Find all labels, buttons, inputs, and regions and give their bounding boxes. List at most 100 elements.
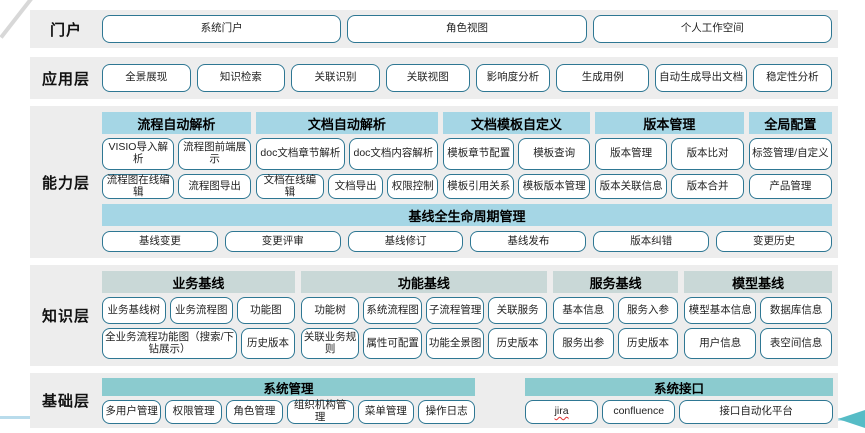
knw-button-user-info[interactable]: 用户信息 bbox=[684, 328, 757, 359]
portal-button-role-view[interactable]: 角色视图 bbox=[347, 15, 587, 43]
cap-button-version-merge[interactable]: 版本合并 bbox=[671, 174, 744, 199]
app-button-stability-analysis[interactable]: 稳定性分析 bbox=[752, 64, 832, 92]
knw-button-history-version[interactable]: 历史版本 bbox=[617, 328, 679, 359]
portal-button-system-portal[interactable]: 系统门户 bbox=[102, 15, 342, 43]
cap-button-template-chapter-config[interactable]: 模板章节配置 bbox=[443, 138, 515, 170]
layer-label-capability: 能力层 bbox=[41, 174, 90, 192]
baseline-button-change[interactable]: 基线变更 bbox=[102, 231, 218, 252]
cap-button-product-mgmt[interactable]: 产品管理 bbox=[748, 174, 832, 199]
fnd-group-system-interface: 系统接口 jira confluence 接口自动化平台 bbox=[525, 378, 833, 424]
baseline-button-release[interactable]: 基线发布 bbox=[470, 231, 587, 252]
baseline-button-change-history[interactable]: 变更历史 bbox=[716, 231, 832, 252]
cap-button-doc-chapter-parse[interactable]: doc文档章节解析 bbox=[255, 138, 345, 170]
knw-button-basic-info[interactable]: 基本信息 bbox=[552, 297, 614, 324]
knw-button-database-info[interactable]: 数据库信息 bbox=[760, 297, 832, 324]
left-arrow-icon bbox=[838, 410, 865, 428]
knw-button-tablespace-info[interactable]: 表空间信息 bbox=[760, 328, 832, 359]
cap-button-doc-online-edit[interactable]: 文档在线编辑 bbox=[255, 174, 324, 199]
knw-button-function-diagram[interactable]: 功能图 bbox=[237, 297, 295, 324]
fnd-button-org-structure-mgmt[interactable]: 组织机构管理 bbox=[286, 399, 354, 424]
knw-group-header: 模型基线 bbox=[684, 271, 832, 293]
application-layer: 应用层 全景展现 知识检索 关联识别 关联视图 影响度分析 生成用例 自动生成导… bbox=[30, 57, 838, 99]
cap-button-template-reference[interactable]: 模板引用关系 bbox=[443, 174, 515, 199]
knw-button-related-service[interactable]: 关联服务 bbox=[488, 297, 547, 324]
knw-button-history-version[interactable]: 历史版本 bbox=[241, 328, 295, 359]
fnd-button-multiuser-mgmt[interactable]: 多用户管理 bbox=[102, 400, 162, 424]
knw-button-related-business-rule[interactable]: 关联业务规则 bbox=[300, 328, 360, 359]
cap-button-template-version-mgmt[interactable]: 模板版本管理 bbox=[518, 174, 590, 199]
cap-button-doc-content-parse[interactable]: doc文档内容解析 bbox=[348, 138, 439, 170]
cap-button-flowchart-frontend[interactable]: 流程图前端展示 bbox=[178, 138, 251, 170]
cap-button-permission-control[interactable]: 权限控制 bbox=[387, 174, 439, 199]
foundation-layer: 基础层 系统管理 多用户管理 权限管理 角色管理 组织机构管理 菜单管理 操作日… bbox=[30, 373, 838, 428]
cap-button-template-query[interactable]: 模板查询 bbox=[518, 138, 590, 170]
bottom-left-accent-line bbox=[0, 416, 30, 419]
knw-button-model-basic-info[interactable]: 模型基本信息 bbox=[684, 297, 757, 324]
cap-group-process-parse: 流程自动解析 VISIO导入解析 流程图前端展示 流程图在线编辑 流程图导出 bbox=[102, 112, 251, 199]
cap-group-header: 文档模板自定义 bbox=[443, 112, 590, 134]
cap-button-version-relation-info[interactable]: 版本关联信息 bbox=[594, 174, 668, 199]
cap-button-tag-mgmt-custom[interactable]: 标签管理/自定义 bbox=[748, 138, 832, 170]
knw-button-function-tree[interactable]: 功能树 bbox=[300, 297, 360, 324]
knw-button-attr-configurable[interactable]: 属性可配置 bbox=[363, 328, 422, 359]
fnd-group-header: 系统接口 bbox=[525, 378, 833, 396]
cap-group-header: 全局配置 bbox=[748, 112, 832, 134]
baseline-button-version-correction[interactable]: 版本纠错 bbox=[593, 231, 710, 252]
knw-group-header: 功能基线 bbox=[300, 271, 547, 293]
knowledge-layer: 知识层 业务基线 业务基线树 业务流程图 功能图 全业务流程功能图（搜索/下钻展… bbox=[30, 265, 838, 366]
fnd-button-confluence[interactable]: confluence bbox=[602, 400, 676, 424]
layer-label-knowledge: 知识层 bbox=[41, 308, 90, 325]
fnd-button-interface-automation-platform[interactable]: 接口自动化平台 bbox=[679, 400, 833, 424]
baseline-button-change-review[interactable]: 变更评审 bbox=[224, 231, 341, 252]
baseline-button-revise[interactable]: 基线修订 bbox=[347, 231, 464, 252]
app-button-knowledge-search[interactable]: 知识检索 bbox=[196, 64, 286, 92]
portal-button-personal-workspace[interactable]: 个人工作空间 bbox=[592, 15, 832, 43]
knw-button-full-business-process-map[interactable]: 全业务流程功能图（搜索/下钻展示） bbox=[102, 328, 238, 359]
knw-group-header: 服务基线 bbox=[552, 271, 679, 293]
cap-button-doc-export[interactable]: 文档导出 bbox=[327, 174, 384, 199]
fnd-button-role-mgmt[interactable]: 角色管理 bbox=[225, 400, 283, 424]
fnd-button-permission-mgmt[interactable]: 权限管理 bbox=[165, 400, 222, 424]
fnd-button-operation-log[interactable]: 操作日志 bbox=[418, 400, 475, 424]
cap-button-flowchart-export[interactable]: 流程图导出 bbox=[178, 174, 251, 199]
capability-layer: 能力层 流程自动解析 VISIO导入解析 流程图前端展示 流程图在线编辑 流程图… bbox=[30, 106, 838, 258]
app-button-relation-identify[interactable]: 关联识别 bbox=[291, 64, 380, 92]
cap-group-template-custom: 文档模板自定义 模板章节配置 模板查询 模板引用关系 模板版本管理 bbox=[443, 112, 590, 199]
cap-button-visio-import[interactable]: VISIO导入解析 bbox=[102, 138, 175, 170]
portal-layer: 门户 系统门户 角色视图 个人工作空间 bbox=[30, 10, 838, 48]
cap-group-header: 文档自动解析 bbox=[255, 112, 439, 134]
knw-button-subprocess-mgmt[interactable]: 子流程管理 bbox=[425, 297, 485, 324]
cap-group-header: 版本管理 bbox=[594, 112, 744, 134]
cap-group-version-mgmt: 版本管理 版本管理 版本比对 版本关联信息 版本合并 bbox=[594, 112, 744, 199]
knw-button-business-flowchart[interactable]: 业务流程图 bbox=[169, 297, 234, 324]
app-button-generate-usecase[interactable]: 生成用例 bbox=[556, 64, 650, 92]
knw-button-service-input-params[interactable]: 服务入参 bbox=[617, 297, 679, 324]
cap-button-version-mgmt[interactable]: 版本管理 bbox=[594, 138, 668, 170]
knw-button-history-version[interactable]: 历史版本 bbox=[488, 328, 547, 359]
knw-button-business-baseline-tree[interactable]: 业务基线树 bbox=[102, 297, 166, 324]
knw-group-function-baseline: 功能基线 功能树 系统流程图 子流程管理 关联服务 关联业务规则 属性可配置 功… bbox=[300, 271, 547, 360]
cap-group-global-config: 全局配置 标签管理/自定义 产品管理 bbox=[748, 112, 832, 199]
fnd-group-header: 系统管理 bbox=[102, 378, 475, 396]
fnd-button-jira[interactable]: jira bbox=[525, 400, 599, 424]
baseline-lifecycle-header: 基线全生命周期管理 bbox=[102, 204, 832, 226]
layer-label-portal: 门户 bbox=[49, 21, 82, 39]
fnd-button-menu-mgmt[interactable]: 菜单管理 bbox=[357, 400, 415, 424]
layer-label-application: 应用层 bbox=[41, 70, 90, 88]
knw-button-system-flowchart[interactable]: 系统流程图 bbox=[363, 297, 422, 324]
knw-group-service-baseline: 服务基线 基本信息 服务入参 服务出参 历史版本 bbox=[552, 271, 679, 360]
cap-group-header: 流程自动解析 bbox=[102, 112, 251, 134]
cap-button-version-compare[interactable]: 版本比对 bbox=[671, 138, 744, 170]
cap-button-flowchart-online-edit[interactable]: 流程图在线编辑 bbox=[102, 174, 175, 199]
knw-group-business-baseline: 业务基线 业务基线树 业务流程图 功能图 全业务流程功能图（搜索/下钻展示） 历… bbox=[102, 271, 295, 360]
fnd-group-system-mgmt: 系统管理 多用户管理 权限管理 角色管理 组织机构管理 菜单管理 操作日志 bbox=[102, 378, 475, 424]
app-button-impact-analysis[interactable]: 影响度分析 bbox=[475, 64, 551, 92]
knw-group-model-baseline: 模型基线 模型基本信息 数据库信息 用户信息 表空间信息 bbox=[684, 271, 832, 360]
app-button-relation-view[interactable]: 关联视图 bbox=[385, 64, 470, 92]
knw-button-function-panorama[interactable]: 功能全景图 bbox=[425, 328, 485, 359]
knw-button-service-output-params[interactable]: 服务出参 bbox=[552, 328, 614, 359]
layer-label-foundation: 基础层 bbox=[41, 393, 90, 410]
cap-group-doc-parse: 文档自动解析 doc文档章节解析 doc文档内容解析 文档在线编辑 文档导出 权… bbox=[255, 112, 439, 199]
app-button-panorama[interactable]: 全景展现 bbox=[102, 64, 191, 92]
app-button-auto-export-doc[interactable]: 自动生成导出文档 bbox=[655, 64, 747, 92]
